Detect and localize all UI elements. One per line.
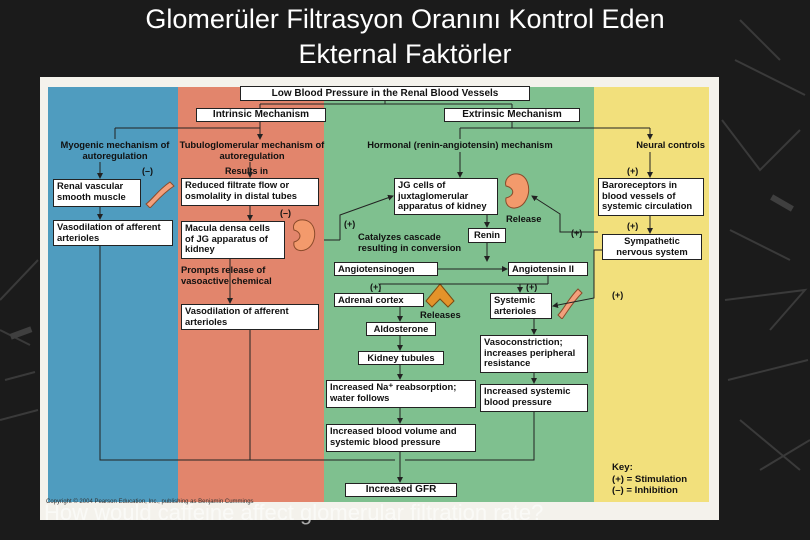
jg-cells-box: JG cells of juxtaglomerular apparatus of…: [394, 178, 498, 215]
slide-title-line-2: Ekternal Faktörler: [0, 37, 810, 72]
adrenal-cortex-box: Adrenal cortex: [334, 293, 424, 307]
results-in-label: Results in: [225, 166, 268, 176]
kidney-tubules-box: Kidney tubules: [358, 351, 444, 365]
catalyzes-cascade-label: Catalyzes cascade resulting in conversio…: [358, 232, 478, 253]
neural-title: Neural controls: [600, 140, 705, 151]
tubuloglomerular-title: Tubuloglomerular mechanism of autoregula…: [178, 140, 326, 161]
blood-volume-box: Increased blood volume and systemic bloo…: [326, 424, 476, 452]
key-title: Key:: [612, 462, 633, 473]
hormonal-title: Hormonal (renin-angiotensin) mechanism: [340, 140, 580, 151]
reduced-filtrate-box: Reduced filtrate flow or osmolality in d…: [181, 178, 319, 206]
systemic-arterioles-box: Systemic arterioles: [490, 293, 552, 319]
adrenal-stimulation-sign: (+): [370, 282, 381, 292]
hormonal-stimulation-sign-2: (+): [571, 228, 582, 238]
macula-densa-box: Macula densa cells of JG apparatus of ki…: [181, 221, 285, 259]
neural-stimulation-sign-2: (+): [627, 221, 638, 231]
releases-label: Releases: [420, 310, 461, 321]
myogenic-inhibition-sign: (–): [142, 166, 153, 176]
vasodilation-afferent-box-1: Vasodilation of afferent arterioles: [53, 220, 173, 246]
kidney-icon-macula: [288, 218, 318, 254]
low-blood-pressure-header: Low Blood Pressure in the Renal Blood Ve…: [240, 86, 530, 101]
na-reabsorption-box: Increased Na⁺ reabsorption; water follow…: [326, 380, 476, 408]
tubulo-inhibition-sign: (–): [280, 208, 291, 218]
angiotensin-ii-box: Angiotensin II: [508, 262, 588, 276]
baroreceptors-box: Baroreceptors in blood vessels of system…: [598, 178, 704, 216]
question-caption: How would caffeine affect glomerular fil…: [44, 500, 543, 526]
vasodilation-afferent-box-2: Vasodilation of afferent arterioles: [181, 304, 319, 330]
neural-stimulation-sign-1: (+): [627, 166, 638, 176]
slide-title-line-1: Glomerüler Filtrasyon Oranını Kontrol Ed…: [0, 2, 810, 37]
release-label: Release: [506, 214, 541, 225]
myogenic-title: Myogenic mechanism of autoregulation: [52, 140, 178, 161]
extrinsic-mechanism-header: Extrinsic Mechanism: [444, 108, 580, 122]
increased-systemic-bp-box: Increased systemic blood pressure: [480, 384, 588, 412]
arteriole-icon: [554, 285, 584, 319]
arteriole-stimulation-sign: (+): [526, 282, 537, 292]
angiotensinogen-box: Angiotensinogen: [334, 262, 438, 276]
sympathetic-box: Sympathetic nervous system: [602, 234, 702, 260]
kidney-icon-jg: [500, 172, 532, 212]
prompts-release-label: Prompts release of vasoactive chemical: [181, 265, 276, 286]
intrinsic-mechanism-header: Intrinsic Mechanism: [196, 108, 326, 122]
key-inhibition: (–) = Inhibition: [612, 485, 678, 496]
hormonal-stimulation-sign-1: (+): [344, 219, 355, 229]
aldosterone-box: Aldosterone: [366, 322, 436, 336]
key-stimulation: (+) = Stimulation: [612, 474, 687, 485]
adrenal-gland-icon: [424, 283, 456, 309]
increased-gfr-box: Increased GFR: [345, 483, 457, 497]
vasoconstriction-box: Vasoconstriction; increases peripheral r…: [480, 335, 588, 373]
neural-stimulation-sign-3: (+): [612, 290, 623, 300]
renal-vascular-smooth-muscle-box: Renal vascular smooth muscle: [53, 179, 141, 207]
smooth-muscle-icon: [142, 178, 176, 208]
